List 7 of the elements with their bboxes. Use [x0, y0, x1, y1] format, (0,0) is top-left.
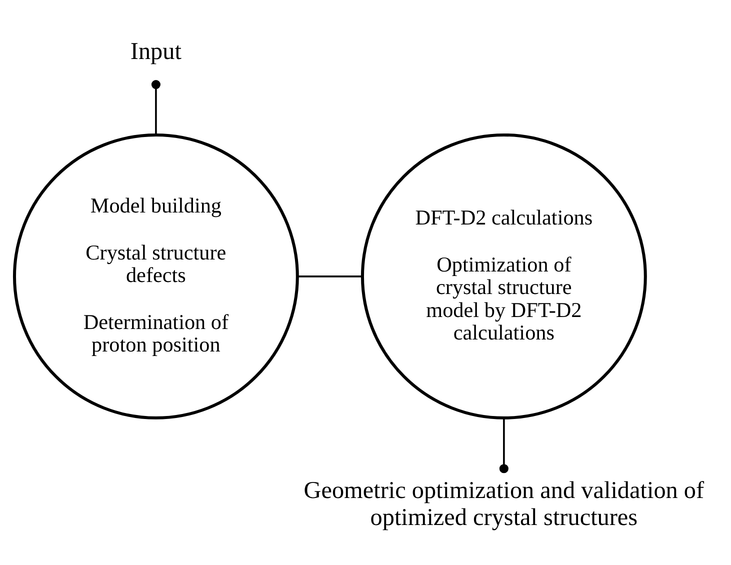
connector [298, 276, 362, 278]
connector [151, 80, 160, 135]
node-text: Input [130, 38, 182, 66]
node-circle: DFT-D2 calculations Optimization of crystal structure model by DFT-D2 calculations [360, 133, 647, 420]
node-text: Geometric optimization and validation of optimized crystal structures [304, 476, 704, 532]
connector [499, 418, 508, 474]
node-circle: Model building Crystal structure defects Determination of proton position [12, 133, 299, 420]
